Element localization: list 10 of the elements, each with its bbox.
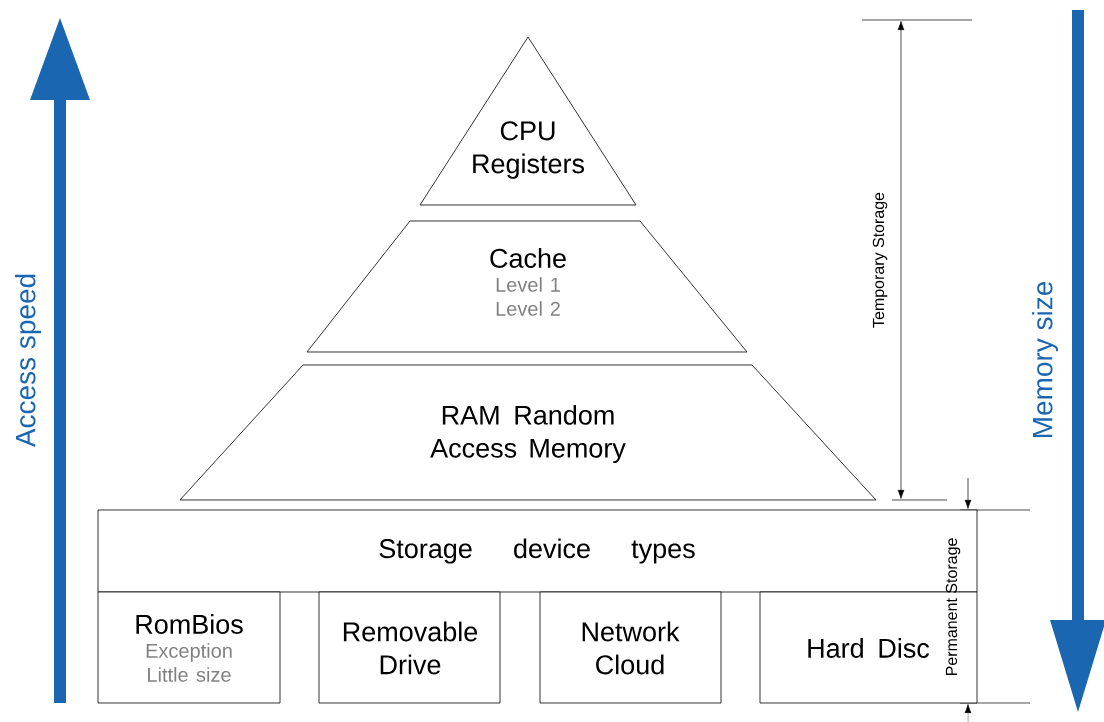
dimension-label: Temporary Storage [872, 192, 888, 328]
pyramid-level: RAM Random Access Memory [179, 364, 877, 501]
storage-box: RomBios Exception Little size [97, 591, 281, 704]
pyramid-level: CPU Registers [419, 36, 637, 206]
pyramid-level: Cache Level 1 Level 2 [306, 220, 748, 353]
storage-box: Removable Drive [318, 591, 501, 704]
storage-box: Network Cloud [539, 591, 722, 704]
dimension-label: Permanent Storage [945, 538, 961, 676]
axis-label: Access speed [14, 274, 42, 448]
axis-label: Memory size [1031, 281, 1059, 438]
